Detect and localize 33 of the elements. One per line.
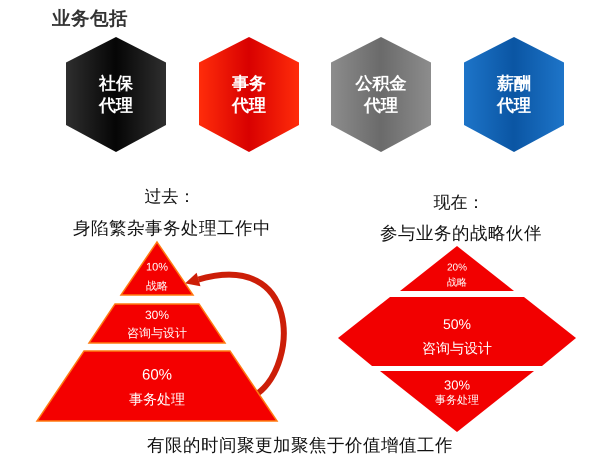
subheading-text: 身陷繁杂事务处理工作中 [73,218,271,238]
task-label: 事务处理 [129,390,185,408]
service-name: 薪酬代理 [496,72,532,116]
diamond-layer [380,371,534,432]
service-name: 事务代理 [230,72,267,116]
percentage-label: 20% [447,262,467,274]
service-name: 社保代理 [98,72,134,116]
pyramid-layer [89,304,225,343]
diamond-layer [400,246,514,291]
task-label: 战略 [146,280,168,294]
subheading-text: 参与业务的战略伙伴 [380,222,542,244]
percentage-label: 50% [442,316,472,332]
task-label: 战略 [447,277,467,289]
section-title: 业务包括 [52,7,128,29]
curved-arrow [184,272,287,396]
heading-text: 过去： [144,187,196,207]
percentage-label: 30% [444,378,470,394]
pyramid-layer [121,242,193,295]
diamond-layer [338,297,576,366]
percentage-label: 60% [142,366,172,384]
hexagon-tile [199,37,299,152]
hexagon-tile [464,37,564,152]
service-name: 公积金代理 [354,72,408,116]
percentage-label: 10% [146,262,168,274]
task-label: 事务处理 [435,394,479,408]
pyramid-layer [37,351,277,421]
percentage-label: 30% [144,309,170,323]
hexagon-tile [331,37,431,152]
summary-text: 有限的时间聚更加聚焦于价值增值工作 [147,434,453,456]
task-label: 咨询与设计 [127,327,187,341]
task-label: 咨询与设计 [422,340,492,356]
hexagon-tile [66,37,166,152]
heading-text: 现在： [434,193,484,213]
